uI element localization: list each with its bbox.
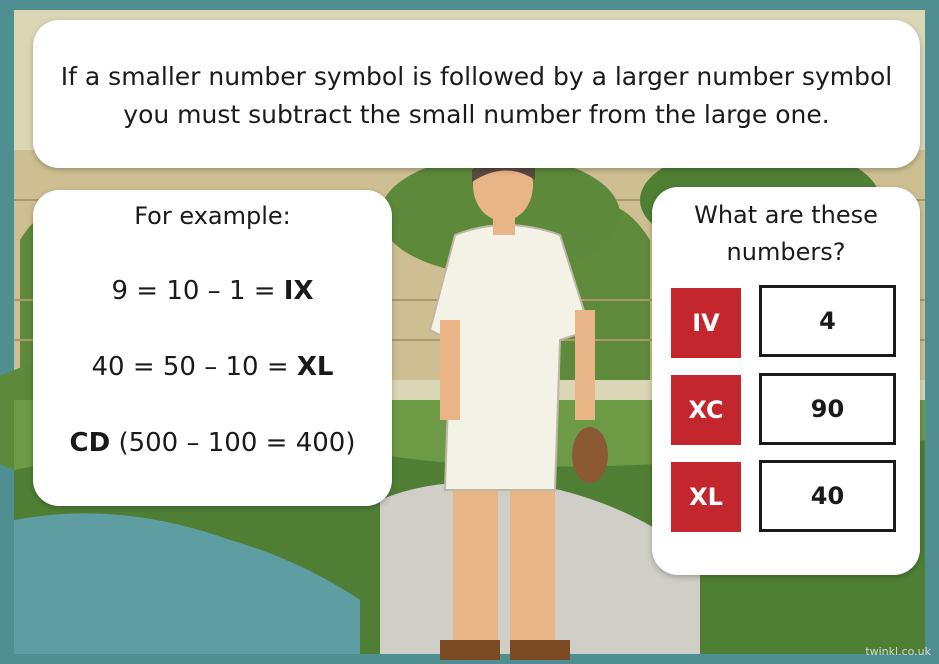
example-2-equation: 40 = 50 – 10 =: [91, 352, 297, 382]
twinkl-watermark: twinkl.co.uk: [865, 645, 931, 658]
rule-line-2: you must subtract the small number from …: [123, 100, 830, 129]
example-line-2: 40 = 50 – 10 = XL: [33, 352, 392, 382]
example-3-equation: (500 – 100 = 400): [110, 428, 356, 458]
example-heading: For example:: [134, 202, 291, 230]
example-line-1: 9 = 10 – 1 = IX: [33, 276, 392, 306]
roman-numeral-xc: XC: [671, 375, 741, 445]
rule-card: If a smaller number symbol is followed b…: [33, 20, 920, 168]
example-1-equation: 9 = 10 – 1 =: [111, 276, 284, 306]
rule-text: If a smaller number symbol is followed b…: [33, 58, 920, 134]
answer-box-iv[interactable]: 4: [759, 285, 896, 357]
answer-box-xc[interactable]: 90: [759, 373, 896, 445]
quiz-title: What are these numbers?: [652, 197, 920, 271]
quiz-card: What are these numbers? IV 4 XC 90 XL 40: [652, 187, 920, 575]
example-1-roman: IX: [283, 276, 314, 306]
quiz-title-line-1: What are these: [694, 201, 878, 229]
example-line-3: CD (500 – 100 = 400): [33, 428, 392, 458]
roman-numeral-iv: IV: [671, 288, 741, 358]
answer-box-xl[interactable]: 40: [759, 460, 896, 532]
roman-numeral-xl: XL: [671, 462, 741, 532]
example-2-roman: XL: [296, 352, 334, 382]
rule-line-1: If a smaller number symbol is followed b…: [60, 62, 893, 91]
quiz-title-line-2: numbers?: [726, 238, 846, 266]
example-3-roman: CD: [69, 428, 111, 458]
example-card: For example: 9 = 10 – 1 = IX 40 = 50 – 1…: [33, 190, 392, 506]
